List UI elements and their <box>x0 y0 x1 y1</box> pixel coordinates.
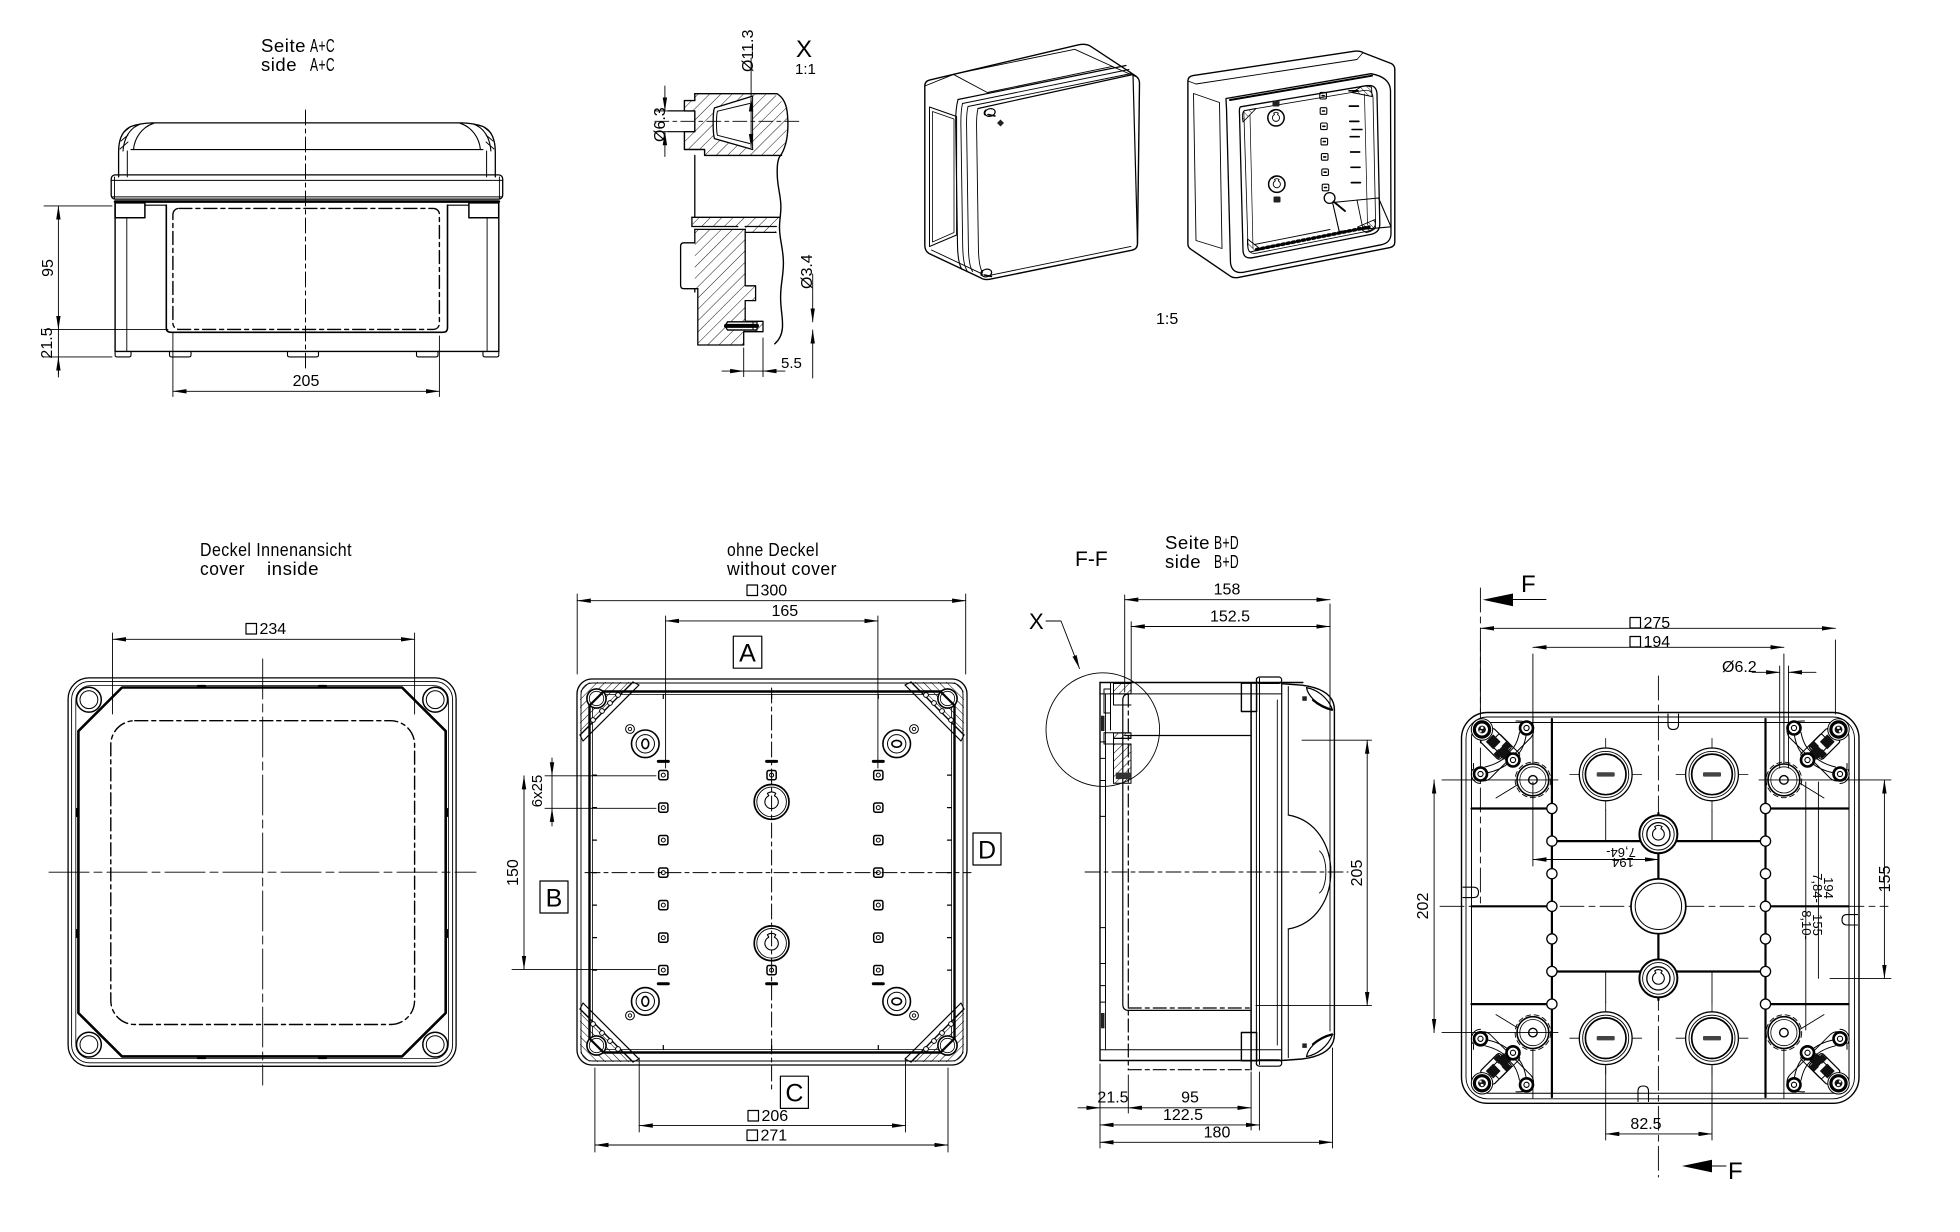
svg-text:21.5: 21.5 <box>39 327 56 358</box>
svg-text:180: 180 <box>1204 1124 1231 1141</box>
svg-text:194: 194 <box>1644 634 1671 651</box>
svg-text:7,64-: 7,64- <box>1606 845 1636 860</box>
svg-text:B+D: B+D <box>1214 533 1239 553</box>
svg-text:side: side <box>261 55 297 75</box>
svg-text:D: D <box>978 837 996 865</box>
svg-text:B+D: B+D <box>1214 552 1239 572</box>
svg-text:Seite: Seite <box>261 36 306 56</box>
svg-text:300: 300 <box>761 583 788 600</box>
svg-text:8,10-: 8,10- <box>1799 910 1814 940</box>
svg-text:F: F <box>1728 1158 1743 1185</box>
svg-text:X: X <box>1029 609 1044 634</box>
svg-text:1:5: 1:5 <box>1156 311 1178 328</box>
svg-text:206: 206 <box>762 1108 789 1125</box>
svg-text:21.5: 21.5 <box>1097 1090 1128 1107</box>
svg-text:150: 150 <box>505 859 522 886</box>
svg-text:194: 194 <box>1821 877 1836 899</box>
svg-text:202: 202 <box>1415 893 1432 920</box>
svg-text:6x25: 6x25 <box>529 775 546 808</box>
svg-text:152.5: 152.5 <box>1210 608 1250 625</box>
svg-text:194: 194 <box>1612 855 1634 870</box>
svg-text:155: 155 <box>1810 914 1825 936</box>
svg-text:155: 155 <box>1877 866 1894 893</box>
svg-text:Seite: Seite <box>1165 533 1210 553</box>
svg-text:Deckel Innenansicht: Deckel Innenansicht <box>200 540 352 560</box>
svg-text:205: 205 <box>1349 860 1366 887</box>
svg-text:158: 158 <box>1214 582 1241 599</box>
svg-text:cover: cover <box>200 559 245 579</box>
svg-text:B: B <box>546 885 563 913</box>
svg-text:122.5: 122.5 <box>1163 1107 1203 1124</box>
svg-text:ohne Deckel: ohne Deckel <box>727 540 819 560</box>
svg-text:A: A <box>739 640 756 668</box>
svg-text:271: 271 <box>761 1128 788 1145</box>
svg-text:234: 234 <box>260 621 287 638</box>
svg-text:A+C: A+C <box>310 36 335 56</box>
svg-text:7,84-: 7,84- <box>1810 873 1825 903</box>
svg-text:165: 165 <box>772 603 799 620</box>
svg-text:1:1: 1:1 <box>795 61 816 78</box>
svg-text:205: 205 <box>293 373 320 390</box>
svg-text:C: C <box>785 1080 803 1108</box>
svg-text:Ø6.3: Ø6.3 <box>652 107 669 142</box>
svg-text:A+C: A+C <box>310 55 335 75</box>
svg-text:without cover: without cover <box>726 559 837 579</box>
svg-text:5.5: 5.5 <box>781 355 802 372</box>
svg-text:95: 95 <box>40 259 57 277</box>
svg-text:275: 275 <box>1644 615 1671 632</box>
svg-text:X: X <box>796 36 812 63</box>
svg-text:82.5: 82.5 <box>1630 1116 1661 1133</box>
svg-text:Ø6.2: Ø6.2 <box>1722 659 1757 676</box>
svg-text:F-F: F-F <box>1075 548 1108 571</box>
svg-text:Ø11.3: Ø11.3 <box>740 30 757 73</box>
svg-text:inside: inside <box>267 559 319 579</box>
svg-text:side: side <box>1165 552 1201 572</box>
svg-text:Ø3.4: Ø3.4 <box>799 254 816 289</box>
svg-text:F: F <box>1521 571 1536 598</box>
svg-text:95: 95 <box>1181 1090 1199 1107</box>
